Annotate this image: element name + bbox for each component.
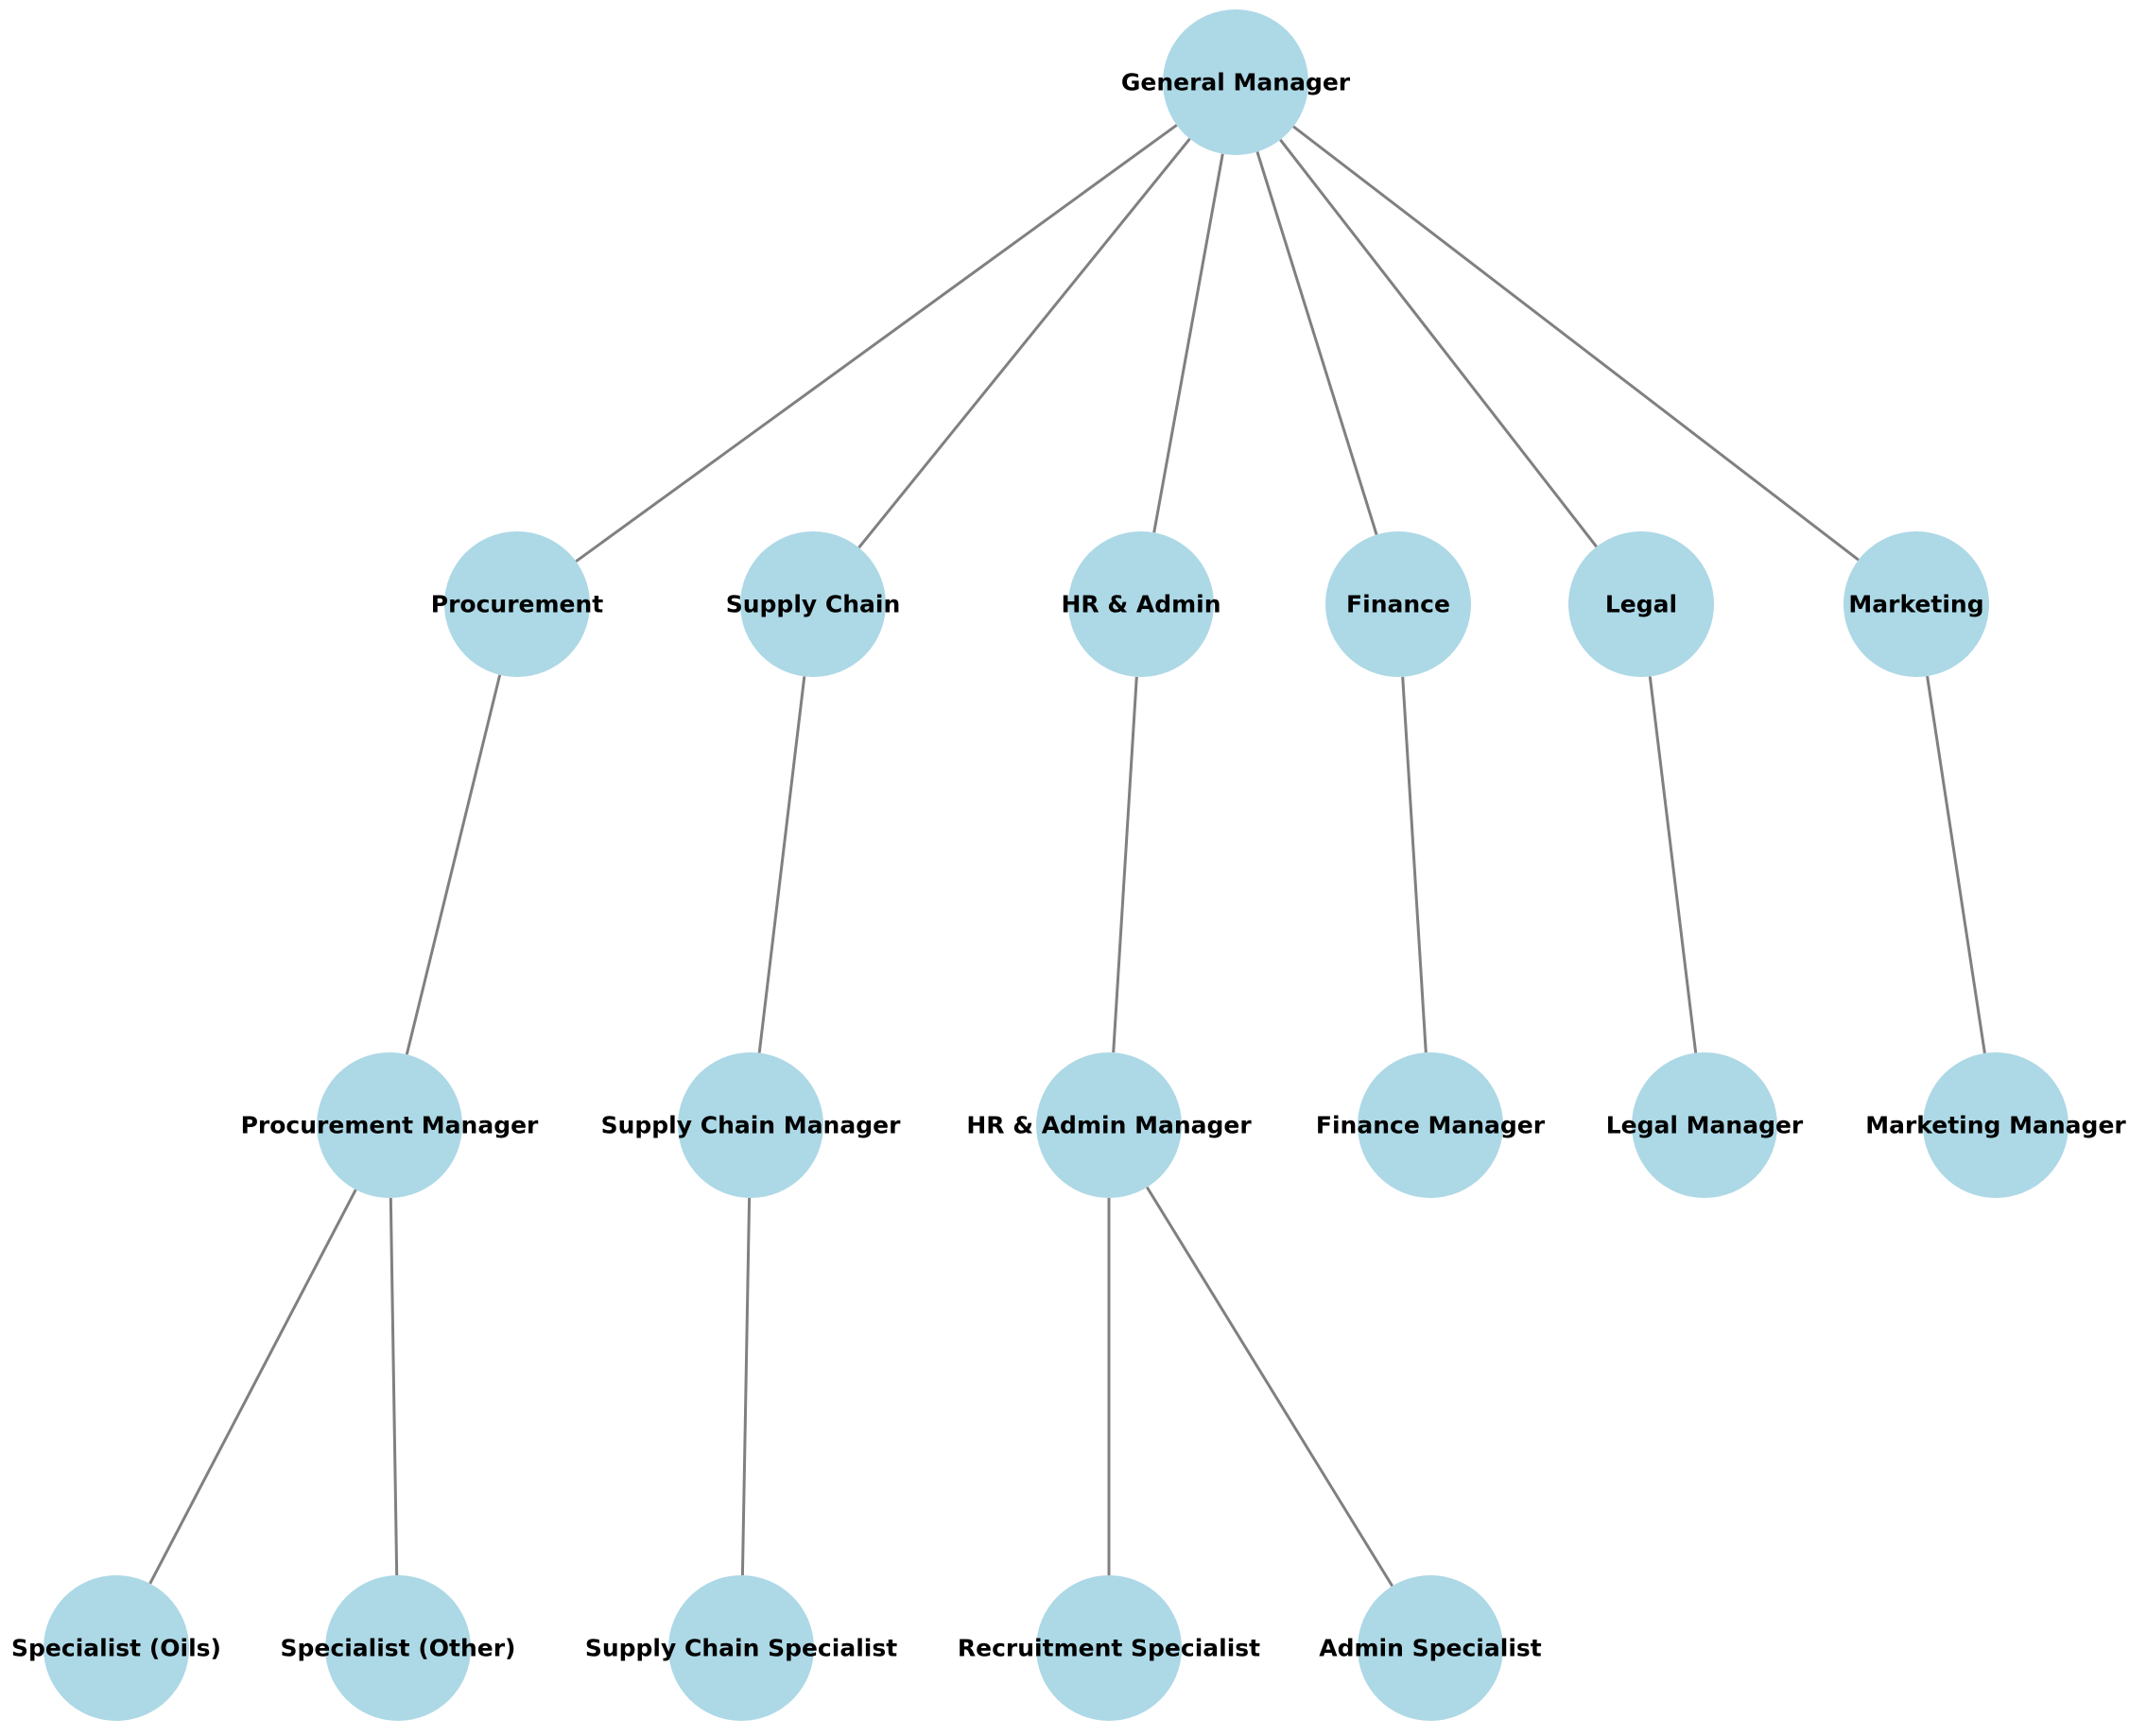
node-legal: Legal bbox=[1568, 531, 1714, 677]
edge-gm-to-procurement bbox=[575, 124, 1178, 563]
edge-gm-to-finance bbox=[1255, 151, 1378, 535]
node-label: HR & Admin bbox=[1061, 591, 1220, 618]
node-marketing: Marketing bbox=[1843, 531, 1989, 677]
node-label: Legal bbox=[1605, 591, 1677, 618]
node-circle bbox=[740, 531, 886, 677]
node-circle bbox=[678, 1052, 823, 1198]
node-circle bbox=[444, 531, 590, 677]
node-label: Marketing Manager bbox=[1865, 1112, 2126, 1139]
node-circle bbox=[1163, 9, 1308, 155]
edge-legal-to-legal-manager bbox=[1648, 676, 1698, 1053]
node-label: Admin Specialist bbox=[1319, 1635, 1541, 1662]
node-circle bbox=[43, 1575, 189, 1721]
node-finance: Finance bbox=[1325, 531, 1471, 677]
node-label: Finance bbox=[1346, 591, 1450, 618]
node-finance-manager: Finance Manager bbox=[1316, 1052, 1546, 1198]
node-label: Procurement bbox=[431, 591, 604, 618]
edge-finance-to-finance-manager bbox=[1401, 676, 1428, 1053]
node-label: Marketing bbox=[1848, 591, 1983, 618]
edge-procurement-to-procurement-manager bbox=[405, 674, 502, 1055]
edge-gm-to-legal bbox=[1279, 138, 1598, 548]
node-circle bbox=[1843, 531, 1989, 677]
node-label: Recruitment Specialist bbox=[958, 1635, 1260, 1662]
node-circle bbox=[668, 1575, 814, 1721]
edge-hr-admin-manager-to-admin-specialist bbox=[1146, 1186, 1393, 1588]
edges-layer bbox=[148, 124, 1986, 1588]
node-label: Procurement Manager bbox=[241, 1112, 539, 1139]
node-label: Supply Chain Manager bbox=[601, 1112, 902, 1139]
node-legal-manager: Legal Manager bbox=[1606, 1052, 1804, 1198]
edge-gm-to-marketing bbox=[1292, 125, 1860, 562]
node-label: Finance Manager bbox=[1316, 1112, 1546, 1139]
edge-hr-admin-to-hr-admin-manager bbox=[1112, 676, 1138, 1053]
node-recruitment-specialist: Recruitment Specialist bbox=[958, 1575, 1260, 1721]
node-procurement-manager: Procurement Manager bbox=[241, 1052, 539, 1198]
node-circle bbox=[1632, 1052, 1777, 1198]
edge-supply-chain-to-supply-chain-manager bbox=[757, 676, 806, 1053]
edge-supply-chain-manager-to-supply-chain-specialist bbox=[740, 1197, 752, 1576]
node-supply-chain-manager: Supply Chain Manager bbox=[601, 1052, 902, 1198]
node-label: Specialist (Oils) bbox=[11, 1635, 221, 1662]
node-admin-specialist: Admin Specialist bbox=[1319, 1575, 1542, 1721]
node-label: Specialist (Other) bbox=[281, 1635, 516, 1662]
node-circle bbox=[1325, 531, 1471, 677]
node-circle bbox=[1568, 531, 1714, 677]
edge-gm-to-hr-admin bbox=[1152, 153, 1224, 533]
node-specialist-oils: Specialist (Oils) bbox=[11, 1575, 221, 1721]
node-hr-admin-manager: HR & Admin Manager bbox=[966, 1052, 1252, 1198]
node-label: Supply Chain bbox=[726, 591, 901, 618]
node-label: Supply Chain Specialist bbox=[585, 1635, 897, 1662]
node-circle bbox=[1358, 1575, 1503, 1721]
node-procurement: Procurement bbox=[431, 531, 604, 677]
node-circle bbox=[1923, 1052, 2068, 1198]
node-circle bbox=[325, 1575, 471, 1721]
node-circle bbox=[317, 1052, 462, 1198]
node-label: Legal Manager bbox=[1606, 1112, 1804, 1139]
node-label: General Manager bbox=[1121, 69, 1351, 96]
node-marketing-manager: Marketing Manager bbox=[1865, 1052, 2126, 1198]
node-circle bbox=[1036, 1575, 1182, 1721]
node-hr-admin: HR & Admin bbox=[1061, 531, 1221, 677]
edge-marketing-to-marketing-manager bbox=[1926, 675, 1986, 1054]
edge-gm-to-supply-chain bbox=[857, 137, 1191, 549]
node-circle bbox=[1036, 1052, 1182, 1198]
node-gm: General Manager bbox=[1121, 9, 1351, 155]
node-supply-chain-specialist: Supply Chain Specialist bbox=[585, 1575, 897, 1721]
node-supply-chain: Supply Chain bbox=[726, 531, 901, 677]
node-specialist-other: Specialist (Other) bbox=[281, 1575, 516, 1721]
edge-procurement-manager-to-specialist-other bbox=[389, 1197, 399, 1576]
node-circle bbox=[1358, 1052, 1503, 1198]
edge-procurement-manager-to-specialist-oils bbox=[148, 1189, 357, 1585]
node-circle bbox=[1068, 531, 1214, 677]
node-label: HR & Admin Manager bbox=[966, 1112, 1252, 1139]
